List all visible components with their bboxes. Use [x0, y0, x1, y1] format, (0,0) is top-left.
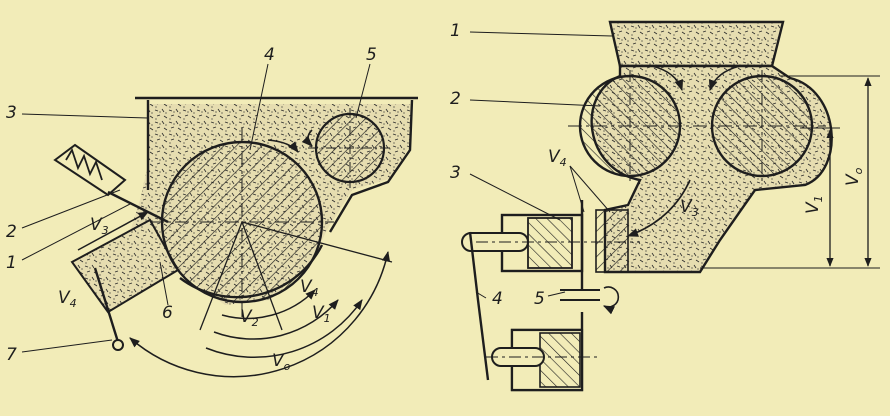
left-diagram: 3 2 1 4 5 6 7 V3 V4 V2 V1 V4 Vo	[6, 45, 418, 378]
right-diagram: 1 2 3 4 5 V4 V3 V1 Vo	[450, 20, 880, 392]
left-label-1: 1	[6, 253, 17, 273]
left-label-v1: V1	[312, 303, 331, 325]
left-lever	[93, 267, 124, 351]
right-v4-leader-2	[569, 165, 611, 213]
right-label-4: 4	[492, 289, 503, 309]
left-leader-3	[21, 113, 149, 119]
right-label-v1: V1	[803, 195, 825, 214]
right-flow-arrow-left	[651, 65, 684, 92]
left-v3-arrow	[77, 211, 149, 251]
right-flow-arrow-right	[708, 65, 741, 92]
left-spring-blade	[53, 143, 169, 224]
right-v4-leader	[569, 165, 585, 213]
left-label-6: 6	[162, 303, 173, 323]
left-label-3: 3	[6, 103, 17, 123]
left-label-5: 5	[366, 45, 377, 65]
left-label-2: 2	[6, 222, 17, 242]
left-flow-arrow-2	[301, 129, 313, 147]
right-flow-arrow-down	[626, 179, 691, 237]
right-leader-1	[469, 31, 613, 37]
left-leader-6	[159, 261, 169, 306]
left-label-4: 4	[264, 45, 275, 65]
left-label-7: 7	[6, 345, 17, 365]
right-leader-5	[547, 291, 566, 297]
right-leader-4	[475, 291, 487, 299]
left-leader-1	[21, 203, 131, 261]
left-leader-2	[21, 189, 121, 229]
left-flow-arrow	[267, 139, 299, 153]
left-hopper-walls	[135, 96, 418, 233]
right-label-5: 5	[534, 289, 545, 309]
right-label-3: 3	[450, 163, 461, 183]
left-label-v0: Vo	[272, 351, 291, 373]
right-leader-2	[469, 99, 601, 107]
left-label-v3: V3	[90, 215, 109, 237]
left-label-v4: V4	[58, 288, 77, 310]
left-label-v4b: V4	[300, 277, 319, 299]
left-leader-5	[355, 63, 371, 119]
right-lower-piston	[486, 328, 600, 392]
left-leader-4	[249, 63, 269, 151]
right-valve	[560, 286, 620, 315]
right-label-v3: V3	[680, 197, 699, 219]
right-label-1: 1	[450, 21, 461, 41]
left-label-v2: V2	[240, 307, 259, 329]
left-leader-7	[21, 339, 113, 353]
right-label-2: 2	[450, 89, 461, 109]
right-hopper	[608, 20, 785, 68]
right-lever	[468, 231, 490, 381]
right-leader-3	[469, 173, 561, 221]
left-arc-v4	[205, 299, 363, 358]
right-upper-piston	[461, 209, 640, 273]
right-label-v0: Vo	[843, 167, 865, 186]
right-label-v4: V4	[548, 147, 567, 169]
left-arc-v0	[129, 250, 391, 378]
